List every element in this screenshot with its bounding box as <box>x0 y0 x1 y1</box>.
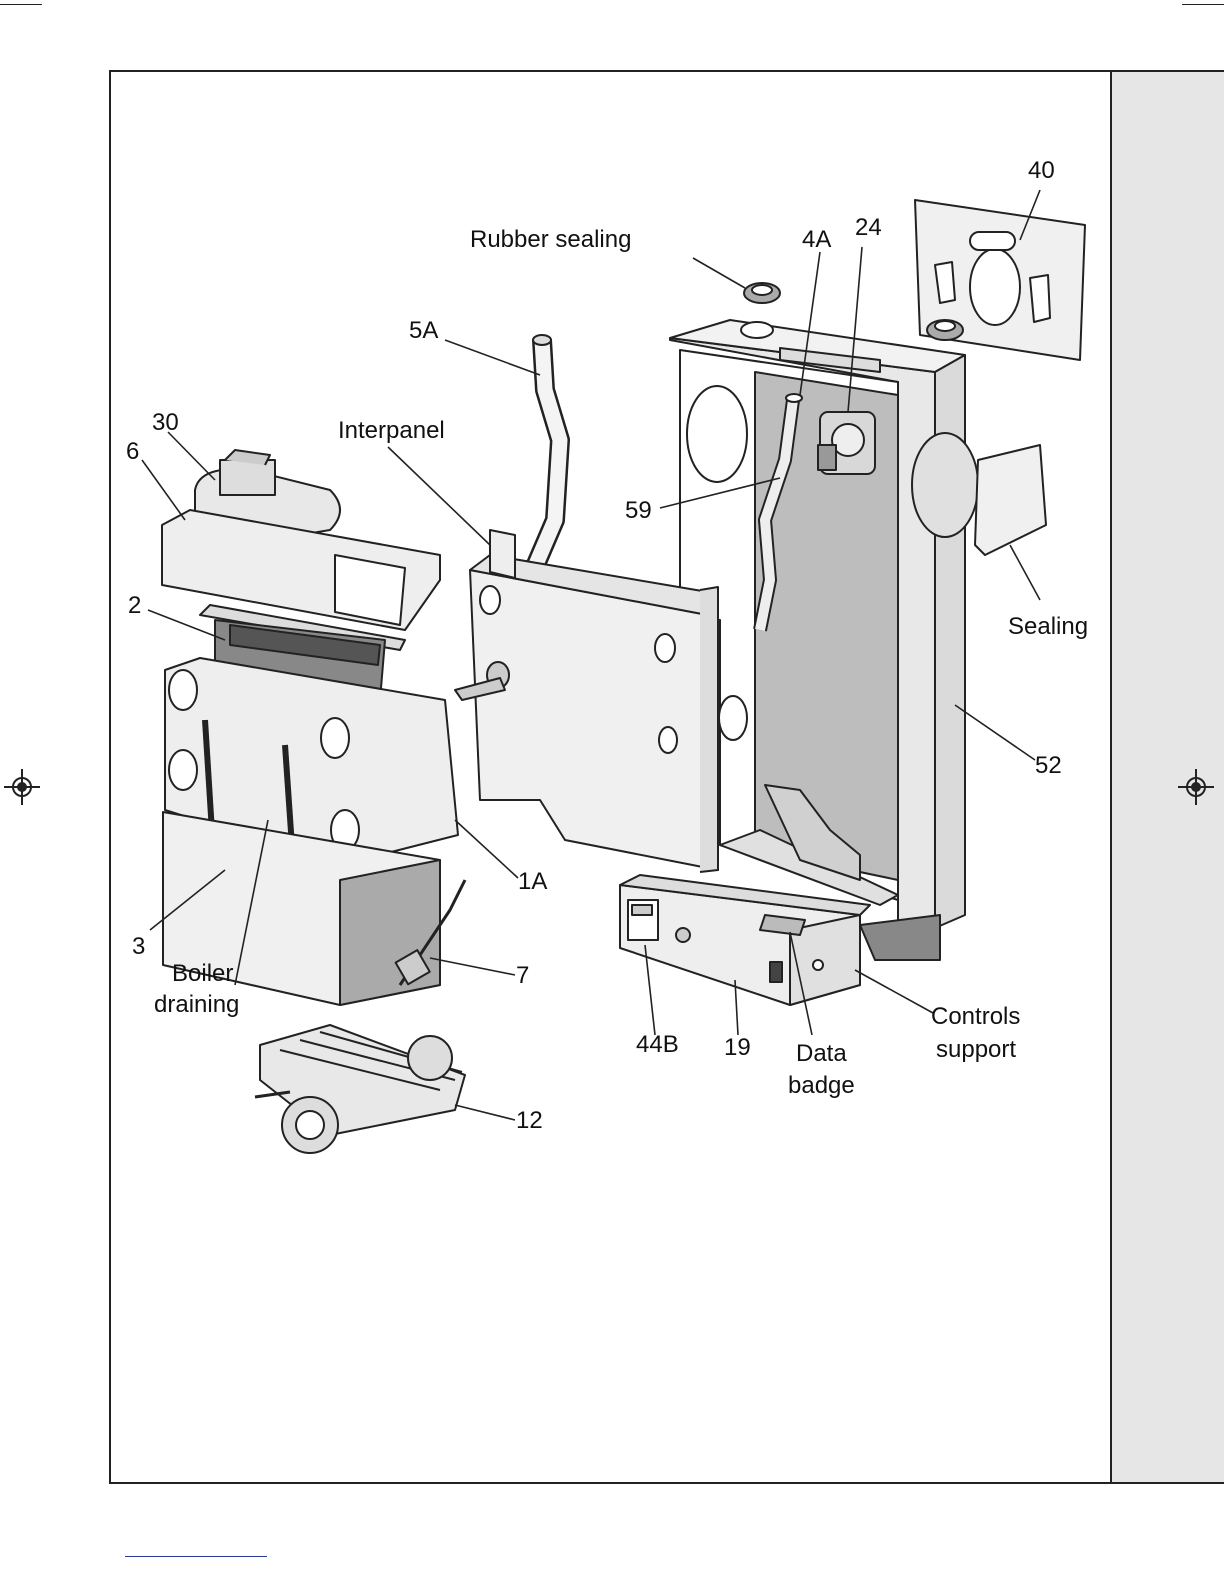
leader-6 <box>142 460 185 520</box>
leader-30 <box>168 432 215 480</box>
rubber-grommet-top <box>744 283 780 303</box>
leader-1a <box>455 820 518 878</box>
label-4a: 4A <box>802 226 831 255</box>
label-controls: Controls <box>931 1003 1020 1032</box>
label-44b: 44B <box>636 1031 679 1060</box>
label-1a: 1A <box>518 868 547 897</box>
interpanel <box>455 530 718 872</box>
label-12: 12 <box>516 1107 543 1136</box>
label-59: 59 <box>625 497 652 526</box>
label-data: Data <box>796 1040 847 1069</box>
label-boiler: Boiler <box>172 960 233 989</box>
controls-box-19 <box>620 875 870 1005</box>
registration-mark-left <box>4 769 40 805</box>
label-30: 30 <box>152 409 179 438</box>
leader-sealing <box>1010 545 1040 600</box>
label-7: 7 <box>516 962 529 991</box>
pressure-switch-24 <box>818 412 875 474</box>
leader-7 <box>430 958 515 975</box>
registration-mark-right <box>1178 769 1214 805</box>
label-52: 52 <box>1035 752 1062 781</box>
label-5a: 5A <box>409 317 438 346</box>
leader-rubber-sealing <box>693 258 745 288</box>
hood-6 <box>162 510 440 650</box>
label-40: 40 <box>1028 157 1055 186</box>
rubber-grommet-right <box>927 320 963 340</box>
leader-controls-support <box>855 970 933 1013</box>
label-sealing: Sealing <box>1008 613 1088 642</box>
label-19: 19 <box>724 1034 751 1063</box>
leader-interpanel <box>388 447 490 545</box>
label-2: 2 <box>128 592 141 621</box>
label-draining: draining <box>154 991 239 1020</box>
label-interpanel: Interpanel <box>338 417 445 446</box>
burner-12 <box>255 1025 465 1153</box>
label-support: support <box>936 1036 1016 1065</box>
label-6: 6 <box>126 438 139 467</box>
leader-12 <box>455 1105 515 1120</box>
sealing-pad <box>975 445 1046 555</box>
label-3: 3 <box>132 933 145 962</box>
label-rubber-sealing: Rubber sealing <box>470 226 631 255</box>
leader-52 <box>955 705 1035 760</box>
label-24: 24 <box>855 214 882 243</box>
label-badge: badge <box>788 1072 855 1101</box>
leader-5a <box>445 340 540 375</box>
